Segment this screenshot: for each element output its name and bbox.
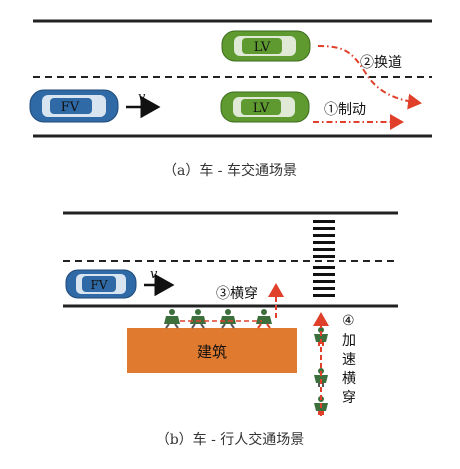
pedestrian-icon xyxy=(220,309,236,329)
speed-label-b: v xyxy=(150,267,158,282)
building xyxy=(127,328,297,373)
fv-car-a: FV xyxy=(29,89,119,123)
caption-a: （a）车 - 车交通场景 xyxy=(163,163,297,179)
caption-b: （b）车 - 行人交通场景 xyxy=(155,432,305,448)
accel-cross-char-1: 加 xyxy=(342,333,356,349)
cross-label: ③横穿 xyxy=(216,286,258,302)
accel-cross-char-4: 穿 xyxy=(342,390,356,406)
lane-change-trajectory xyxy=(317,45,422,110)
lv-bottom-label: LV xyxy=(253,101,270,116)
accel-cross-char-3: 横 xyxy=(342,371,356,387)
lv-car-bottom: LV xyxy=(220,91,310,123)
pedestrian-icon xyxy=(314,368,328,387)
zebra-crossing xyxy=(313,220,335,297)
accel-cross-num: ④ xyxy=(342,313,355,329)
lv-car-top: LV xyxy=(221,30,311,62)
pedestrians-row xyxy=(164,309,272,329)
accel-cross-char-2: 速 xyxy=(342,352,356,368)
brake-label: ①制动 xyxy=(324,102,366,118)
fv-b-label: FV xyxy=(91,278,108,292)
lv-top-label: LV xyxy=(254,40,271,55)
panel-a-road xyxy=(33,19,432,138)
pedestrian-icon xyxy=(164,309,180,329)
pedestrian-icon xyxy=(256,309,272,329)
building-label: 建筑 xyxy=(197,343,227,361)
lane-change-label: ②换道 xyxy=(360,54,402,71)
fv-a-label: FV xyxy=(61,100,80,115)
pedestrian-icon xyxy=(314,327,328,346)
panel-b-road xyxy=(63,211,398,308)
speed-label-a: v xyxy=(138,90,146,105)
pedestrian-icon xyxy=(190,309,206,329)
fv-car-b: FV xyxy=(65,269,137,299)
